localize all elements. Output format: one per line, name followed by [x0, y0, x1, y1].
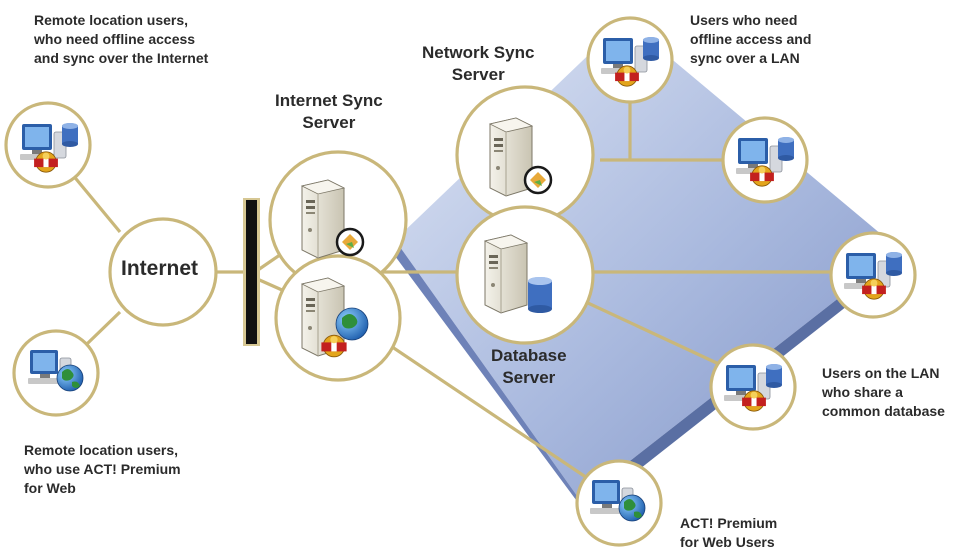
- network-hub-bar: [243, 198, 260, 346]
- remote-offline-users-label: Remote location users,who need offline a…: [34, 12, 209, 66]
- network-sync-server-icon: [489, 117, 553, 197]
- remote-web-users-label: Remote location users,who use ACT! Premi…: [24, 442, 181, 496]
- internet-label: Internet: [121, 257, 199, 280]
- connector-lines: [46, 72, 833, 502]
- sync-server-icon: [301, 179, 365, 259]
- web-server-icon: [301, 277, 369, 358]
- internet-node: [108, 217, 218, 327]
- database-server-icon: [484, 234, 552, 314]
